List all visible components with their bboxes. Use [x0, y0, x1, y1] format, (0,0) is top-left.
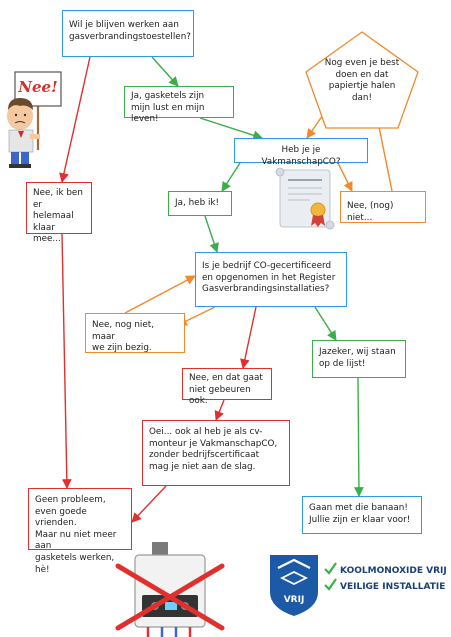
arrow-done-to-noproblem [61, 233, 72, 489]
logo-emblem-text: VRIJ [284, 595, 305, 605]
arrow-oei-to-noproblem [131, 485, 167, 523]
koolmonoxide-vrij-logo: VRIJ KOOLMONOXIDE VRIJ VEILIGE INSTALLAT… [270, 555, 447, 616]
question-certified: Is je bedrijf CO-gecertificeerd en opgen… [195, 252, 347, 307]
crossed-boiler-illustration-icon [115, 542, 225, 637]
arrow-keep-to-lust [151, 56, 179, 87]
answer-no-not-yet: Nee, (nog) niet... [340, 191, 426, 223]
protester-sign-text: Nee! [18, 78, 58, 96]
answer-never: Nee, en dat gaat niet gebeuren ook. [182, 368, 272, 406]
logo-line-2: VEILIGE INSTALLATIE [340, 582, 445, 592]
arrow-never-to-oei [214, 399, 225, 421]
arrow-listed-to-go [354, 377, 364, 497]
answer-reminder: Nog even je best doen en dat papiertje h… [324, 58, 400, 103]
arrow-certified-to-listed [314, 306, 337, 341]
question-vakmanschap: Heb je je VakmanschapCO? [234, 138, 368, 167]
arrow-busy-to-certified [124, 275, 196, 314]
certificate-illustration-icon [275, 167, 335, 230]
logo-line-1: KOOLMONOXIDE VRIJ [340, 566, 447, 576]
answer-done: Nee, ik ben er helemaal klaar mee... [26, 182, 92, 244]
answer-oei: Oei... ook al heb je als cv- monteur je … [142, 420, 290, 486]
answer-listed: Jazeker, wij staan op de lijst! [312, 340, 406, 378]
arrow-vakmanschap-to-yes [221, 162, 241, 192]
answer-no-problem: Geen probleem, even goede vrienden. Maar… [28, 488, 132, 575]
arrow-certified-to-never [240, 306, 257, 369]
answer-lust-leven: Ja, gasketels zijn mijn lust en mijn lev… [124, 86, 234, 124]
question-keep-working: Wil je blijven werken aan gasverbranding… [62, 10, 194, 57]
answer-busy: Nee, nog niet, maar we zijn bezig. [85, 313, 185, 353]
answer-yes-have: Ja, heb ik! [168, 191, 232, 216]
protester-illustration-icon [7, 71, 62, 168]
connectors [59, 56, 393, 523]
arrow-keep-to-done [59, 56, 91, 183]
reminder-pentagon [305, 31, 419, 129]
arrow-vakmanschap-to-no [337, 162, 353, 192]
answer-go: Gaan met die banaan! Jullie zijn er klaa… [302, 496, 422, 534]
arrow-yes-to-certified [204, 215, 219, 253]
arrow-lust-to-vakmanschap [199, 117, 263, 140]
